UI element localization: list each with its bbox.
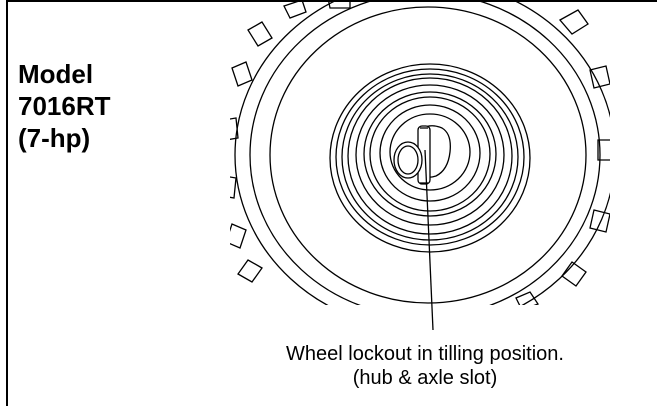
model-label: Model 7016RT (7-hp) [18, 58, 111, 154]
tire-tread-lugs [230, 0, 610, 305]
wheel-illustration [230, 0, 610, 305]
model-label-line3: (7-hp) [18, 123, 91, 153]
caption-line2: (hub & axle slot) [352, 367, 498, 389]
axle-assembly [393, 125, 451, 185]
model-label-line1: Model [18, 59, 94, 89]
model-label-line2: 7016RT [18, 91, 111, 121]
frame-top-border [6, 0, 657, 2]
tire-inner-edge [249, 0, 601, 305]
tire-outer-edge [234, 0, 610, 305]
wheel-rim [269, 6, 587, 304]
caption-line1: Wheel lockout in tilling position. [286, 343, 564, 365]
callout-leader-line [424, 149, 434, 331]
frame-left-border [6, 0, 8, 406]
hub-rings [329, 63, 531, 253]
callout-caption: Wheel lockout in tilling position. (hub … [230, 342, 620, 390]
